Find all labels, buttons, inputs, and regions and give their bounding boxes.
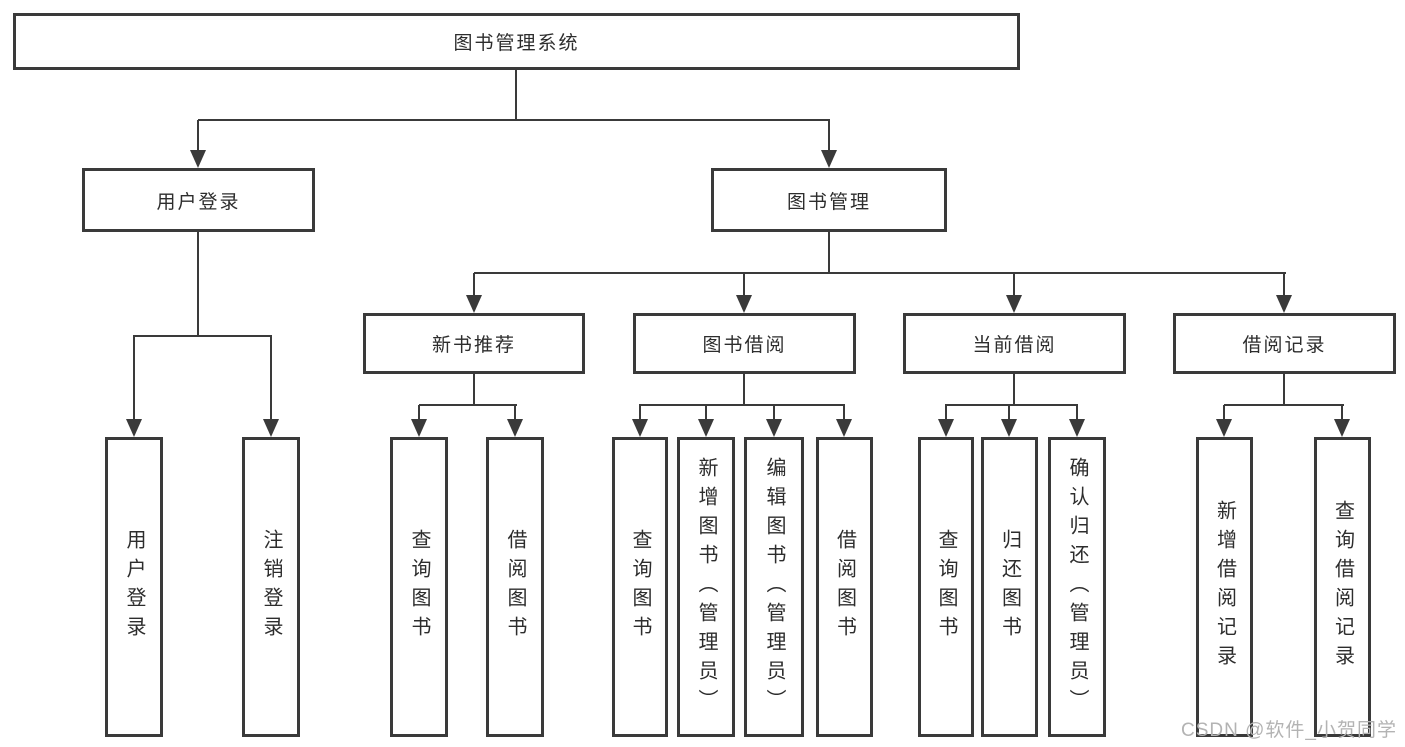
leaf-logout: 注销登录 (242, 437, 300, 737)
edge-current-branch (945, 404, 1078, 406)
leaf-user-login-label: 用户登录 (123, 529, 145, 645)
edge-stem-records-add (1223, 405, 1225, 429)
node-book-borrow: 图书借阅 (633, 313, 856, 374)
edge-recommend-trunk (473, 374, 475, 406)
edge-stem-borrow-records (1283, 273, 1285, 305)
edge-stem-user-login (197, 120, 199, 160)
arrowhead-recommend-borrow (507, 419, 523, 437)
arrowhead-user-login (190, 150, 206, 168)
arrowhead-leaf-logout (263, 419, 279, 437)
edge-stem-borrow-add (705, 405, 707, 429)
leaf-borrow-query-books-label: 查询图书 (629, 529, 651, 645)
arrowhead-new-book-recommend (466, 295, 482, 313)
arrowhead-leaf-user-login (126, 419, 142, 437)
edge-stem-recommend-query (418, 405, 420, 429)
arrowhead-borrow-borrow (836, 419, 852, 437)
node-book-management-label: 图书管理 (786, 191, 871, 213)
leaf-current-confirm-return-admin-label: 确认归还（管理员） (1066, 456, 1088, 718)
leaf-current-confirm-return-admin: 确认归还（管理员） (1048, 437, 1106, 737)
edge-level2-branch (198, 119, 830, 121)
arrowhead-book-borrow (736, 295, 752, 313)
edge-stem-borrow-query (639, 405, 641, 429)
node-book-management: 图书管理 (711, 168, 947, 232)
leaf-records-query-record-label: 查询借阅记录 (1331, 500, 1354, 674)
leaf-borrow-borrow-books-label: 借阅图书 (833, 529, 856, 645)
edge-level3-branch (474, 272, 1286, 274)
edge-user-login-trunk (197, 232, 199, 336)
node-borrow-records: 借阅记录 (1173, 313, 1396, 374)
edge-records-trunk (1283, 374, 1285, 406)
edge-stem-borrow-edit (773, 405, 775, 429)
leaf-logout-label: 注销登录 (260, 529, 282, 645)
arrowhead-current-confirm (1069, 419, 1085, 437)
edge-stem-current-return (1008, 405, 1010, 429)
node-book-borrow-label: 图书借阅 (702, 335, 787, 356)
node-current-borrow-label: 当前借阅 (972, 335, 1057, 356)
csdn-watermark: CSDN @软件_小贺同学 (1181, 720, 1397, 741)
leaf-current-query-books-label: 查询图书 (935, 529, 957, 645)
leaf-recommend-query-books: 查询图书 (390, 437, 448, 737)
leaf-recommend-query-books-label: 查询图书 (408, 529, 430, 645)
leaf-borrow-add-books-admin: 新增图书（管理员） (677, 437, 735, 737)
arrowhead-records-add (1216, 419, 1232, 437)
leaf-current-query-books: 查询图书 (918, 437, 974, 737)
arrowhead-borrow-add (698, 419, 714, 437)
arrowhead-book-management (821, 150, 837, 168)
edge-stem-current-confirm (1076, 405, 1078, 429)
arrowhead-borrow-edit (766, 419, 782, 437)
edge-root-trunk (515, 70, 517, 120)
arrowhead-borrow-query (632, 419, 648, 437)
edge-stem-borrow-borrow (843, 405, 845, 429)
arrowhead-current-query (938, 419, 954, 437)
arrowhead-borrow-records (1276, 295, 1292, 313)
leaf-recommend-borrow-books: 借阅图书 (486, 437, 544, 737)
edge-stem-book-management (828, 120, 830, 160)
arrowhead-records-query (1334, 419, 1350, 437)
leaf-borrow-query-books: 查询图书 (612, 437, 668, 737)
edge-stem-current-query (945, 405, 947, 429)
edge-recommend-branch (419, 404, 517, 406)
leaf-current-return-books: 归还图书 (981, 437, 1038, 737)
leaf-records-add-record: 新增借阅记录 (1196, 437, 1253, 737)
edge-records-branch (1224, 404, 1344, 406)
node-user-login-label: 用户登录 (156, 191, 241, 213)
edge-stem-leaf-user-login (133, 336, 135, 429)
edge-stem-current-borrow (1013, 273, 1015, 305)
node-root: 图书管理系统 (13, 13, 1020, 70)
edge-stem-book-borrow (743, 273, 745, 305)
edge-current-trunk (1013, 374, 1015, 406)
arrowhead-current-borrow (1006, 295, 1022, 313)
edge-stem-records-query (1341, 405, 1343, 429)
leaf-recommend-borrow-books-label: 借阅图书 (504, 529, 526, 645)
leaf-current-return-books-label: 归还图书 (998, 529, 1021, 645)
edge-user-login-branch (133, 335, 272, 337)
node-current-borrow: 当前借阅 (903, 313, 1126, 374)
node-root-label: 图书管理系统 (453, 33, 580, 54)
node-user-login: 用户登录 (82, 168, 315, 232)
edge-book-management-trunk (828, 232, 830, 274)
leaf-user-login: 用户登录 (105, 437, 163, 737)
edge-stem-leaf-logout (270, 336, 272, 429)
edge-borrow-branch (639, 404, 845, 406)
node-borrow-records-label: 借阅记录 (1242, 335, 1327, 356)
leaf-records-query-record: 查询借阅记录 (1314, 437, 1371, 737)
arrowhead-current-return (1001, 419, 1017, 437)
node-new-book-recommend: 新书推荐 (363, 313, 585, 374)
leaf-borrow-add-books-admin-label: 新增图书（管理员） (695, 456, 717, 718)
leaf-borrow-borrow-books: 借阅图书 (816, 437, 873, 737)
edge-stem-recommend-borrow (514, 405, 516, 429)
edge-borrow-trunk (743, 374, 745, 406)
leaf-records-add-record-label: 新增借阅记录 (1213, 500, 1236, 674)
edge-stem-new-book-recommend (473, 273, 475, 305)
node-new-book-recommend-label: 新书推荐 (431, 335, 516, 356)
leaf-borrow-edit-books-admin: 编辑图书（管理员） (744, 437, 804, 737)
arrowhead-recommend-query (411, 419, 427, 437)
leaf-borrow-edit-books-admin-label: 编辑图书（管理员） (763, 456, 785, 718)
